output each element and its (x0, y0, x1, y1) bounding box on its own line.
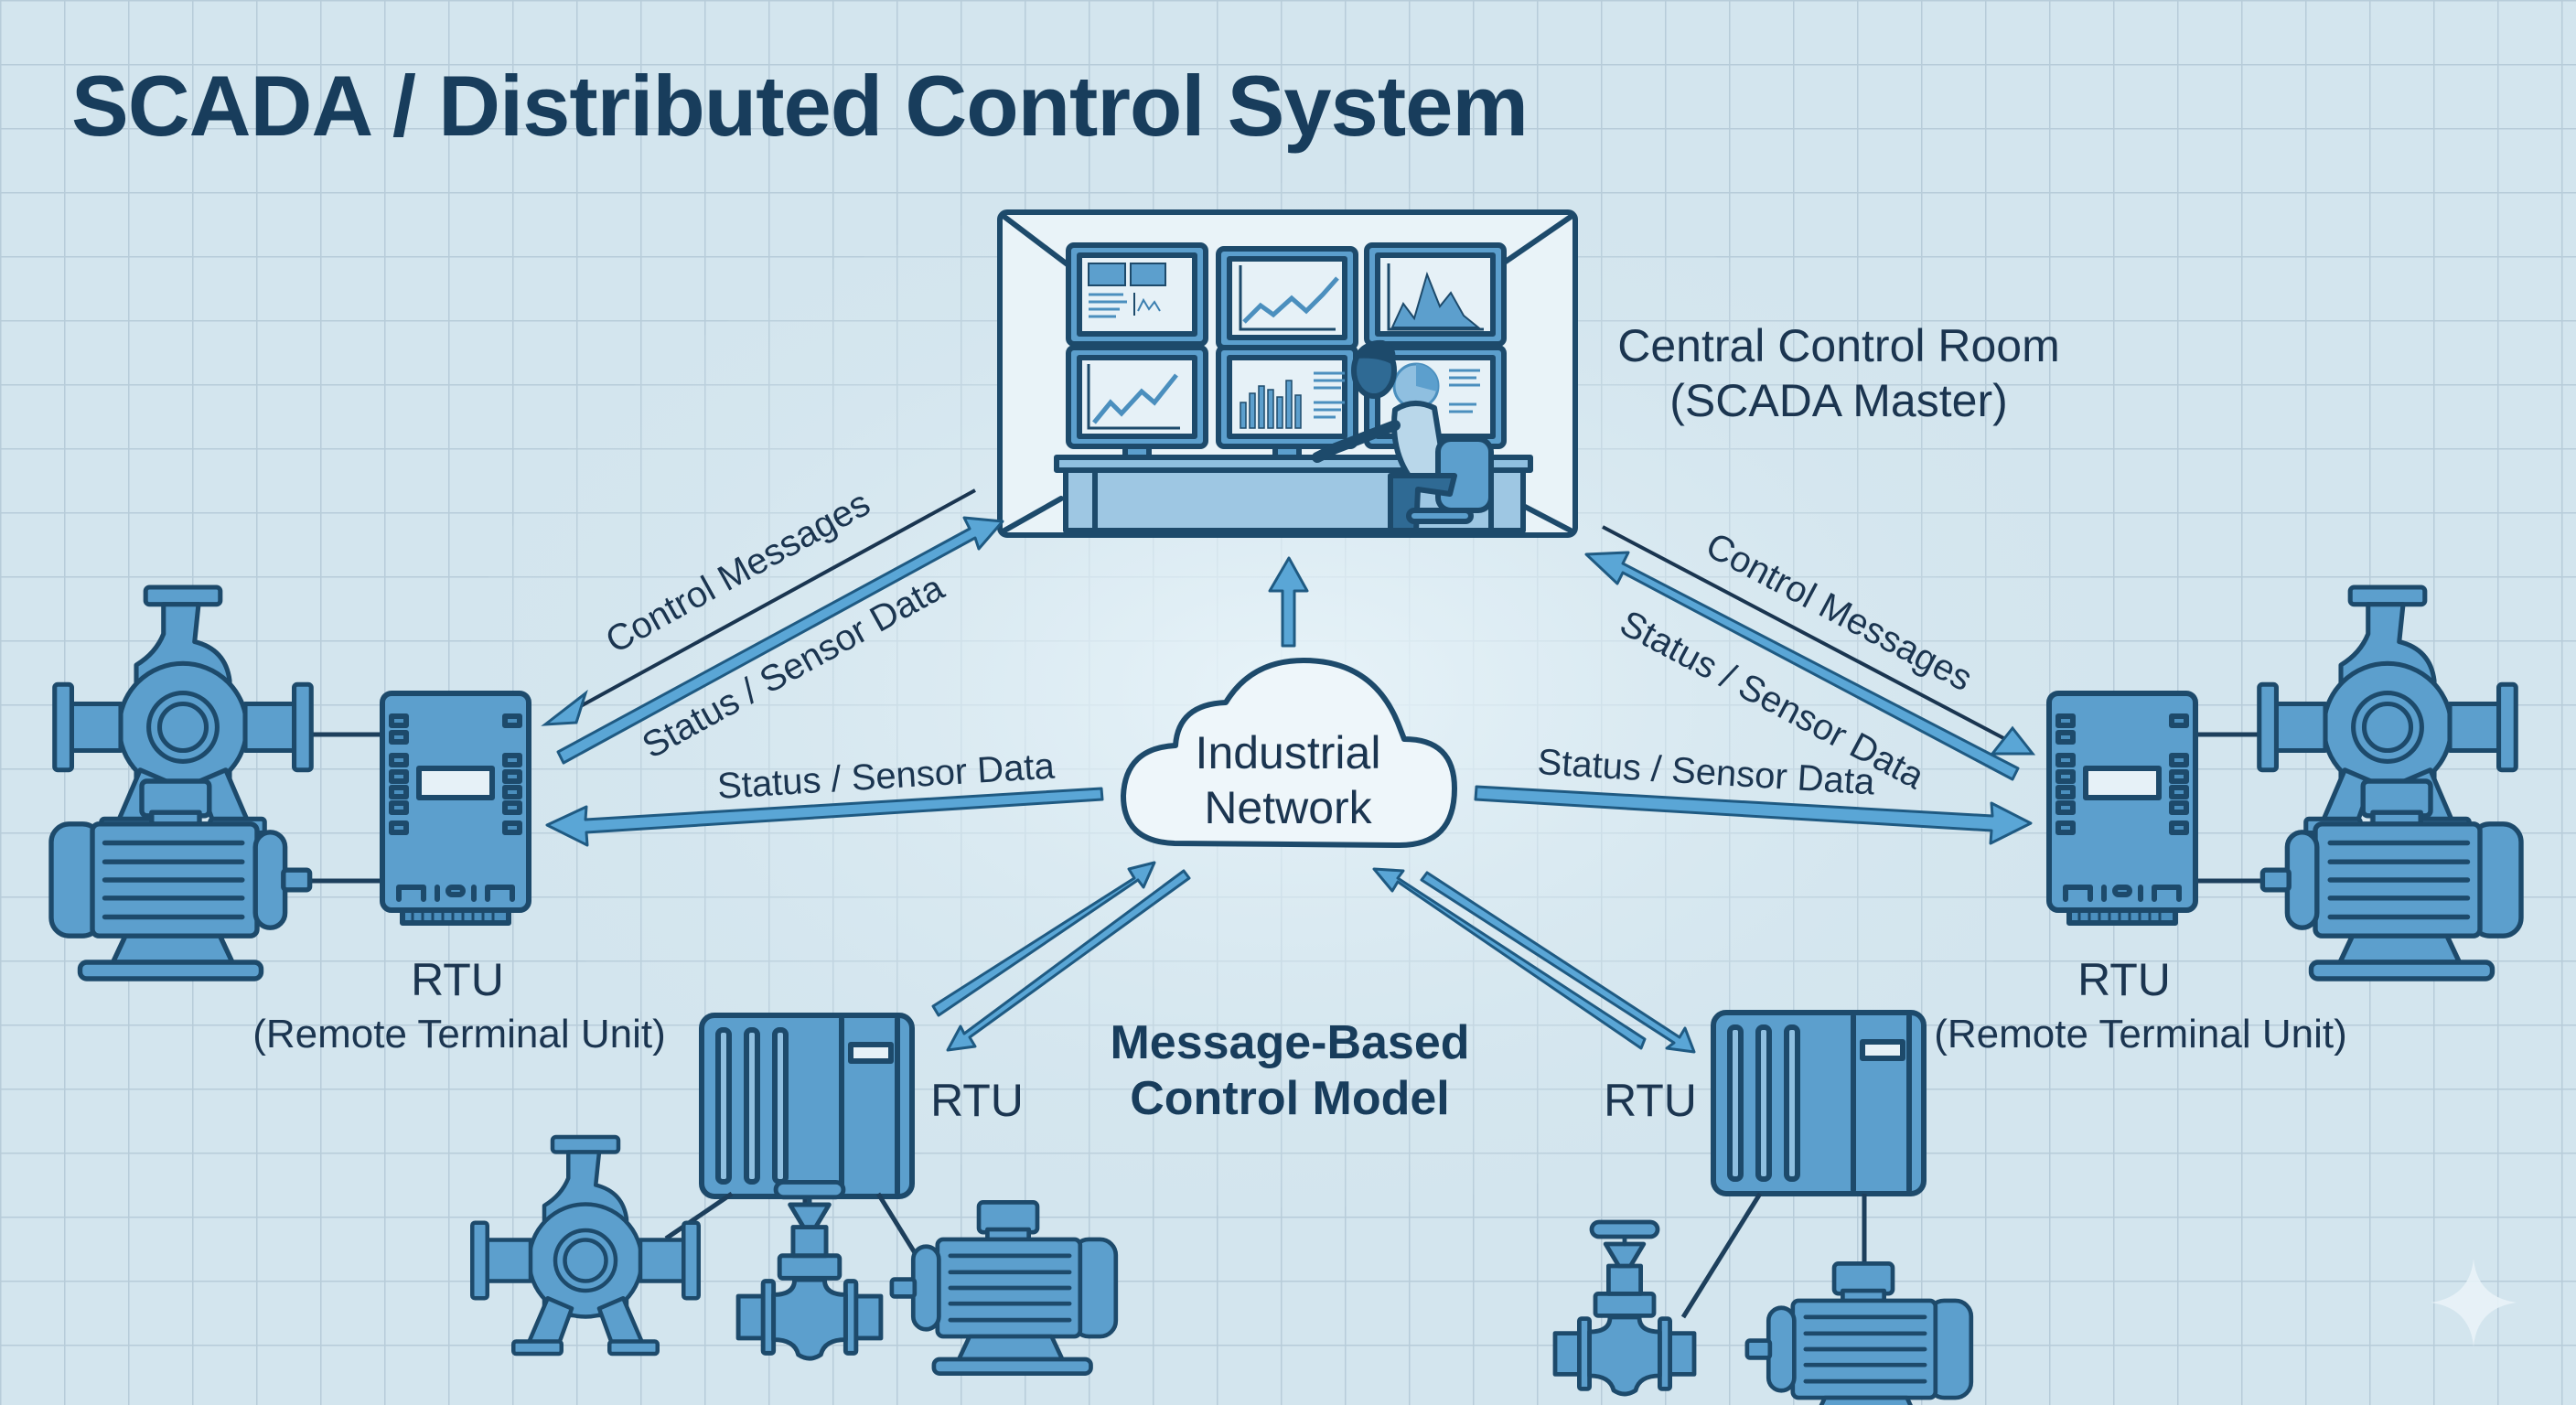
network-label-line2: Network (1204, 782, 1372, 833)
rtu-bottom-right-label: RTU (1604, 1075, 1697, 1126)
rtu-left: RTU (Remote Terminal Unit) (51, 587, 666, 1056)
arrow-network-to-bl (946, 869, 1191, 1052)
arrow-network-to-br (1420, 871, 1696, 1054)
status-arrow-right-horizontal (1474, 785, 2033, 845)
network-label-line1: Industrial (1196, 727, 1381, 778)
rtu-right-label: RTU (2077, 954, 2171, 1005)
arrow-bl-to-network (931, 861, 1156, 1017)
room-perspective-lines (1002, 214, 1573, 533)
rtu-panel-icon (2049, 693, 2195, 923)
control-messages-line-right (1602, 525, 2010, 743)
status-arrow-right-upper (1584, 551, 2020, 781)
rtu-left-label: RTU (411, 954, 504, 1005)
control-room-label: Central Control Room (1617, 320, 2060, 371)
flow-bottom-left (931, 861, 1191, 1052)
control-messages-arrowhead-left (541, 689, 588, 726)
rtu-bottom-right: RTU (1555, 1013, 1971, 1405)
status-arrow-left-upper (556, 516, 1004, 765)
flow-status-right-horizontal: Status / Sensor Data (1474, 742, 2033, 845)
screen-content (1087, 263, 1484, 430)
control-room: Central Control Room (SCADA Master) (997, 209, 2060, 538)
arrow-br-to-network (1372, 867, 1647, 1050)
rtu-right-sublabel: (Remote Terminal Unit) (1934, 1012, 2347, 1056)
control-messages-line-left (566, 488, 976, 715)
industrial-network: Industrial Network (1121, 658, 1457, 848)
caption-line2: Control Model (1130, 1072, 1450, 1125)
rtu-cabinet-icon (1713, 1013, 1924, 1194)
cloud-shape (1121, 658, 1457, 848)
page-title: SCADA / Distributed Control System (71, 58, 1528, 154)
arrow-network-to-master (1268, 556, 1309, 648)
flow-bottom-right (1372, 867, 1696, 1054)
rtu-cabinet-icon (702, 1015, 912, 1196)
rtu-left-sublabel: (Remote Terminal Unit) (252, 1012, 666, 1056)
sparkle-icon (2431, 1259, 2517, 1346)
rtu-bottom-left-label: RTU (930, 1075, 1024, 1126)
status-arrow-left-horizontal (545, 787, 1104, 847)
rtu-panel-icon (382, 693, 529, 923)
rtu-right: RTU (Remote Terminal Unit) (1934, 587, 2521, 1056)
caption-line1: Message-Based (1110, 1016, 1469, 1069)
control-room-sublabel: (SCADA Master) (1669, 375, 2008, 426)
control-messages-arrowhead-right (1989, 725, 2036, 756)
operator-icon (1312, 339, 1494, 533)
rtu-bottom-left: RTU (472, 1015, 1116, 1374)
